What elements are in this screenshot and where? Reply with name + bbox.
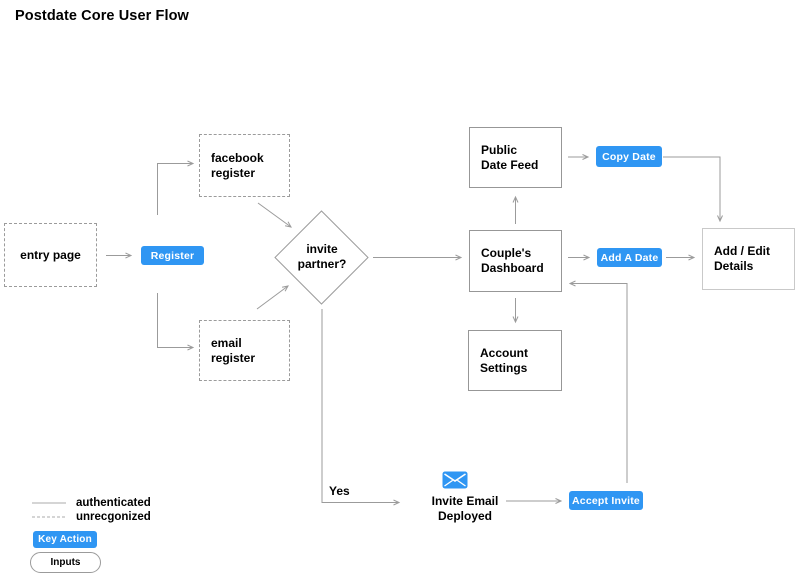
page-title: Postdate Core User Flow bbox=[15, 8, 189, 24]
invite-email-deployed-label: Invite Email Deployed bbox=[431, 494, 499, 523]
connector-acceptinvite-to-dashboard bbox=[568, 280, 628, 483]
node-facebook-register: facebook register bbox=[199, 134, 290, 197]
yes-branch-label: Yes bbox=[329, 484, 350, 498]
node-add-edit-details: Add / Edit Details bbox=[702, 228, 795, 290]
node-invite-partner: invite partner? bbox=[297, 242, 347, 271]
connector-register-to-email bbox=[157, 293, 195, 351]
legend-key-action-swatch: Key Action bbox=[33, 531, 97, 548]
node-account-settings: Account Settings bbox=[468, 330, 562, 391]
node-couples-dashboard: Couple's Dashboard bbox=[469, 230, 562, 292]
register-button: Register bbox=[141, 246, 204, 265]
add-a-date-button: Add A Date bbox=[597, 248, 662, 267]
connector-email-to-invite bbox=[256, 285, 289, 310]
connector-invite-yes-to-email-deploy bbox=[321, 309, 401, 506]
envelope-icon bbox=[442, 471, 468, 489]
connector-register-to-facebook bbox=[157, 160, 195, 215]
node-email-register: email register bbox=[199, 320, 290, 381]
legend-inputs-swatch: Inputs bbox=[30, 552, 101, 573]
node-entry-page: entry page bbox=[4, 223, 97, 287]
decision-diamond-shape bbox=[274, 210, 369, 305]
accept-invite-button: Accept Invite bbox=[569, 491, 643, 510]
connector-copydate-to-addedit bbox=[663, 156, 723, 223]
legend-authenticated-label: authenticated bbox=[76, 497, 151, 509]
legend-unrecognized-label: unrecgonized bbox=[76, 511, 151, 523]
connector-facebook-to-invite bbox=[257, 202, 292, 228]
node-public-date-feed: Public Date Feed bbox=[469, 127, 562, 188]
copy-date-button: Copy Date bbox=[596, 146, 662, 167]
